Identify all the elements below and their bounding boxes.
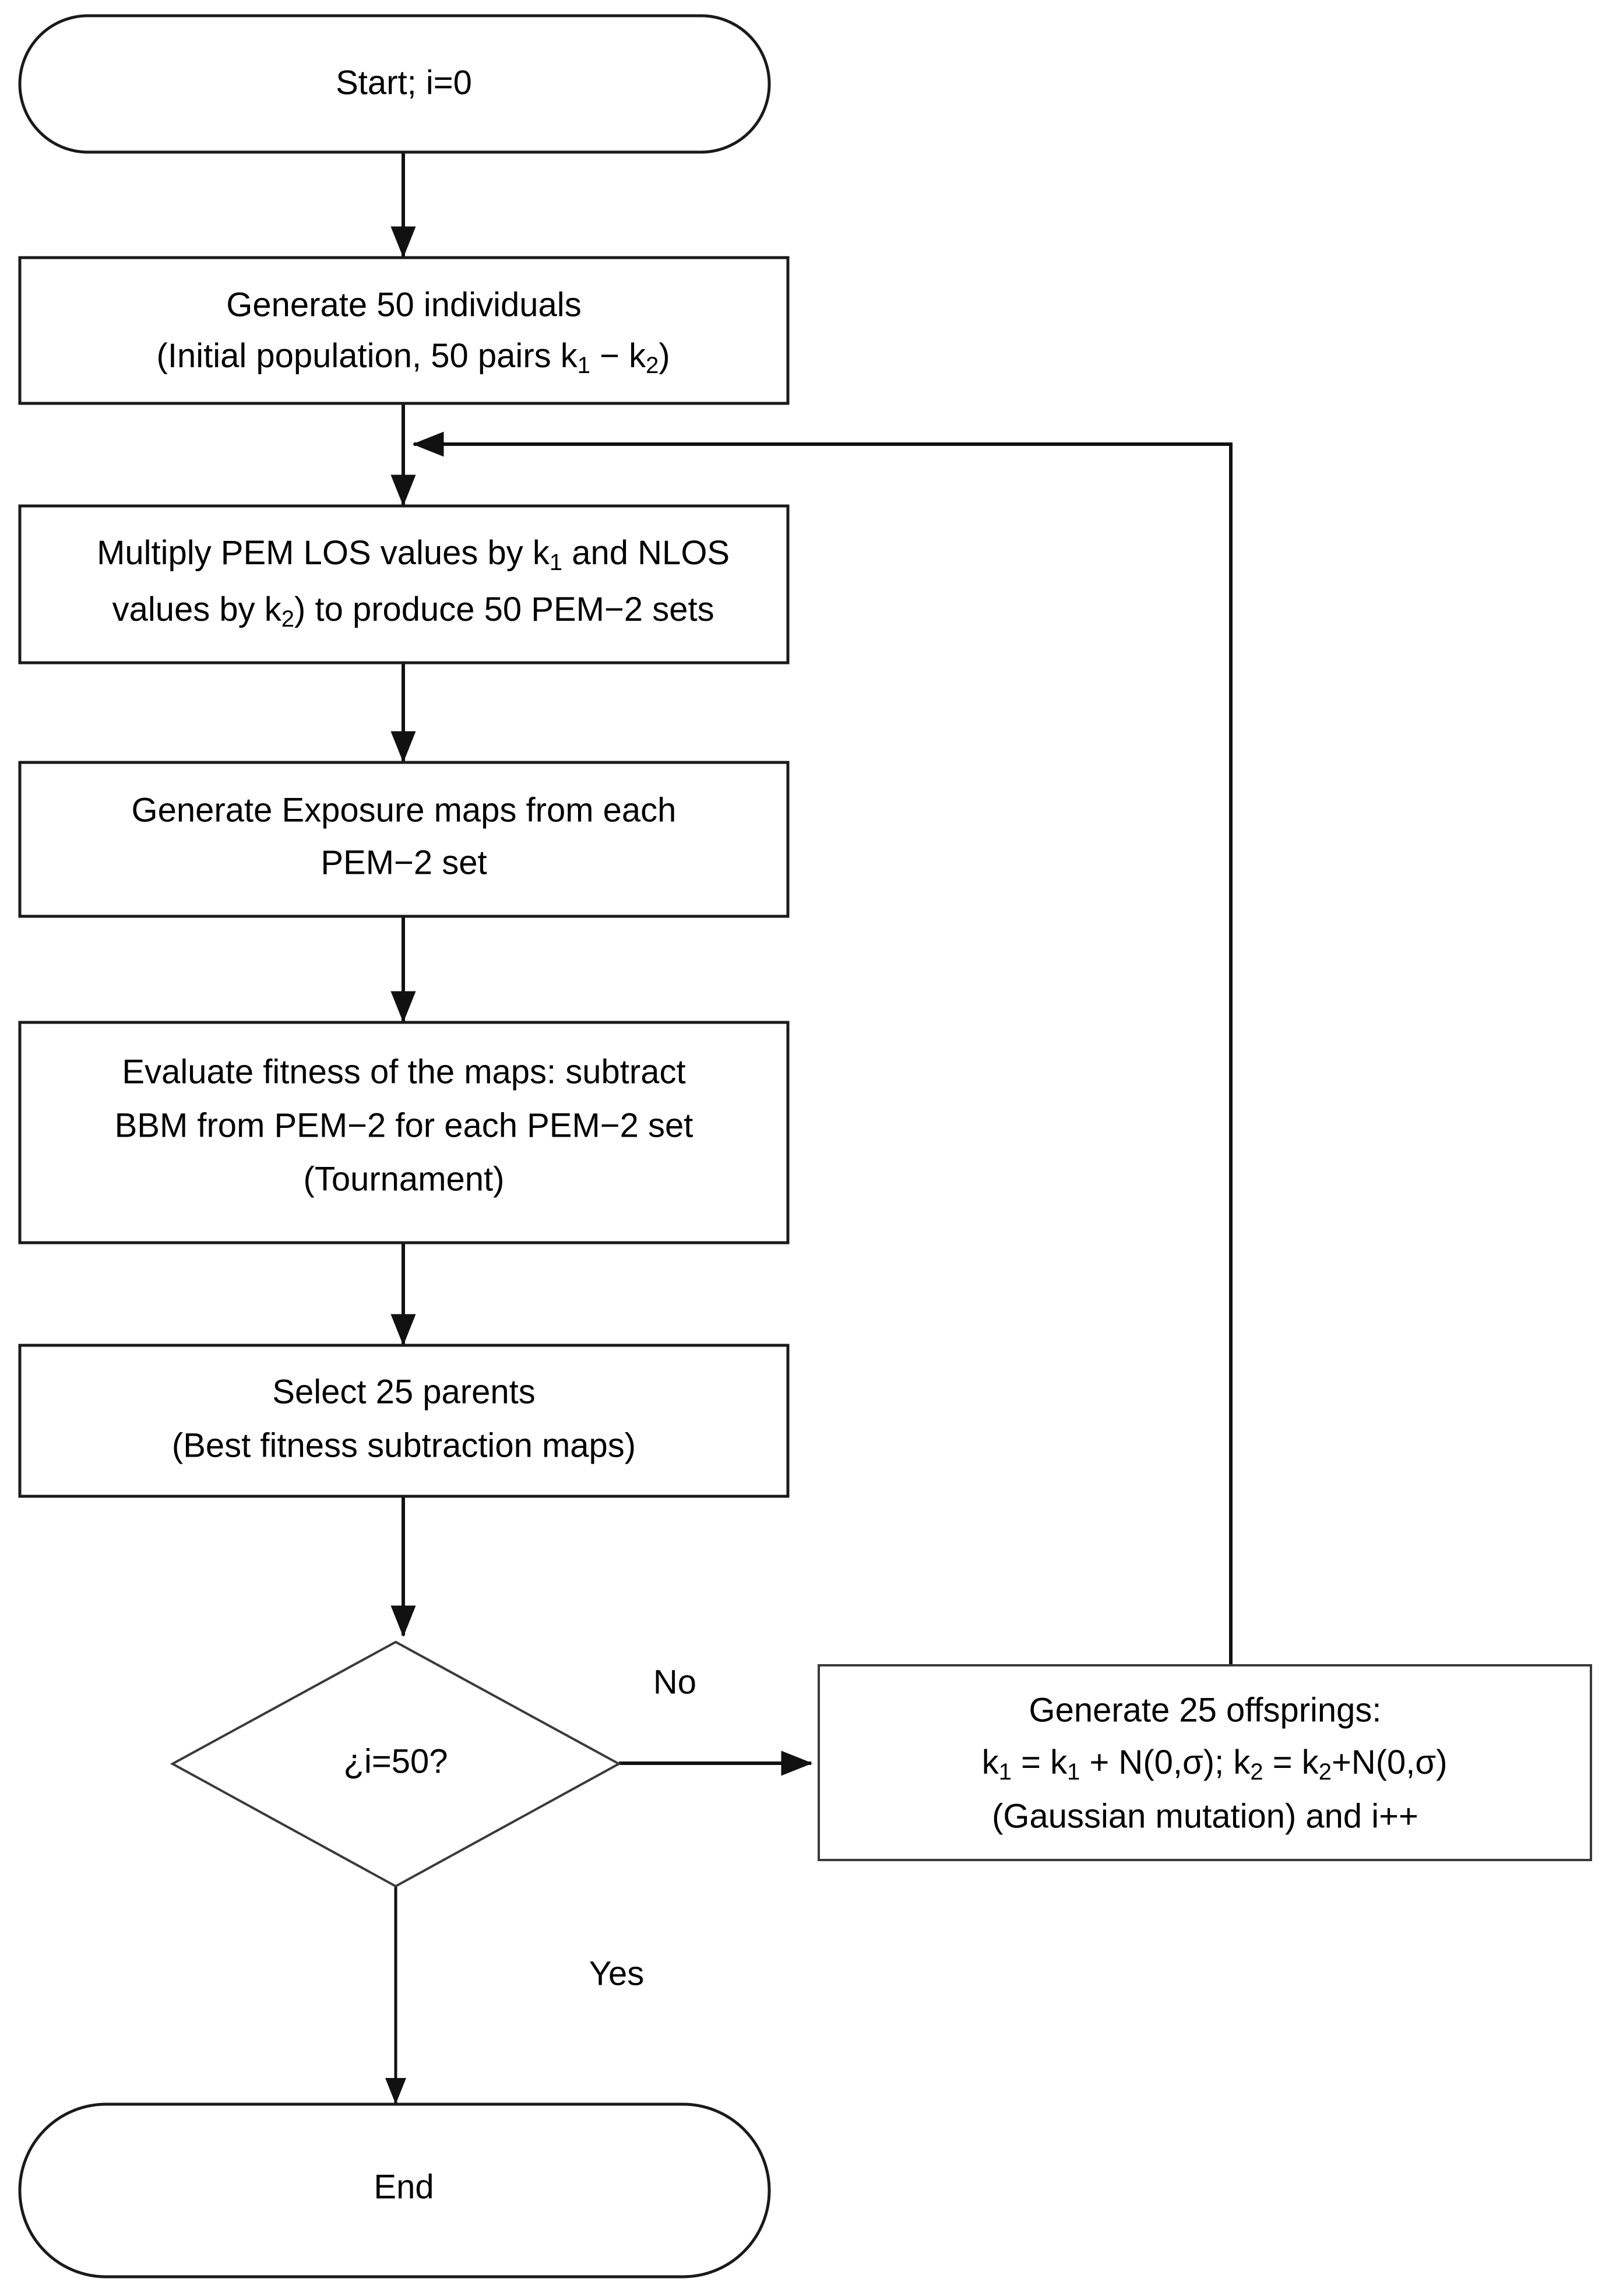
go-l2-c: + N(0,σ); k xyxy=(1080,1743,1251,1781)
node-end-shape xyxy=(18,2102,771,2279)
node-select-parents-shape xyxy=(18,1344,790,1498)
go-l2-b: = k xyxy=(1012,1743,1068,1781)
node-start-shape xyxy=(18,14,771,154)
node-evaluate-fitness-line2: BBM from PEM−2 for each PEM−2 set xyxy=(115,1106,693,1144)
mp-l1-sub: 1 xyxy=(550,550,562,575)
node-generate-individuals-shape xyxy=(18,256,790,405)
mp-l2-pre: values by k xyxy=(112,590,282,628)
node-decision-shape xyxy=(170,1640,622,1888)
gi-l2-sub1: 1 xyxy=(578,353,590,378)
node-generate-offsprings-shape xyxy=(818,1664,1592,1861)
mp-l2-post: ) to produce 50 PEM−2 sets xyxy=(294,590,714,628)
node-multiply-pem-line2: values by k2) to produce 50 PEM−2 sets xyxy=(47,590,761,631)
gi-l2-pre: (Initial population, 50 pairs k xyxy=(157,337,578,375)
node-evaluate-fitness-shape xyxy=(18,1021,790,1244)
node-generate-offsprings-line3: (Gaussian mutation) and i++ xyxy=(992,1797,1418,1835)
node-generate-individuals-line1: Generate 50 individuals xyxy=(226,286,581,324)
go-l2-sub-c: 2 xyxy=(1250,1759,1263,1785)
go-l2-e: +N(0,σ) xyxy=(1332,1743,1448,1781)
go-l2-a: k xyxy=(982,1743,999,1781)
mp-l2-sub: 2 xyxy=(281,606,294,632)
node-generate-exposure-line1: Generate Exposure maps from each xyxy=(132,791,677,829)
edge-label-no: No xyxy=(653,1663,696,1701)
node-start-label: Start; i=0 xyxy=(336,64,472,101)
node-generate-individuals-line2: (Initial population, 50 pairs k1 − k2) xyxy=(91,337,717,378)
go-l2-d: = k xyxy=(1263,1743,1319,1781)
go-l2-sub-b: 1 xyxy=(1067,1759,1080,1785)
edge-offsprings-feedback-to-multiply-pem xyxy=(412,431,1233,1665)
go-l2-sub-d: 2 xyxy=(1319,1759,1332,1785)
node-select-parents-line1: Select 25 parents xyxy=(272,1373,535,1411)
node-decision-label: ¿i=50? xyxy=(344,1742,448,1780)
node-multiply-pem-shape xyxy=(18,504,790,664)
node-multiply-pem-line1: Multiply PEM LOS values by k1 and NLOS xyxy=(31,534,776,575)
mp-l1-pre: Multiply PEM LOS values by k xyxy=(97,534,550,572)
node-generate-exposure-line2: PEM−2 set xyxy=(321,843,487,881)
node-generate-exposure-shape xyxy=(18,761,790,918)
node-evaluate-fitness-line1: Evaluate fitness of the maps: subtract xyxy=(122,1053,685,1091)
gi-l2-post: ) xyxy=(659,337,670,375)
node-end-label: End xyxy=(374,2168,434,2206)
node-evaluate-fitness-line3: (Tournament) xyxy=(304,1160,505,1198)
gi-l2-sub2: 2 xyxy=(646,353,659,378)
edge-label-yes: Yes xyxy=(589,1954,645,1992)
node-select-parents-line2: (Best fitness subtraction maps) xyxy=(172,1426,636,1464)
gi-l2-mid: − k xyxy=(590,337,646,375)
go-l2-sub-a: 1 xyxy=(999,1759,1012,1785)
node-generate-offsprings-line2: k1 = k1 + N(0,σ); k2 = k2+N(0,σ) xyxy=(916,1743,1494,1784)
mp-l1-post: and NLOS xyxy=(562,534,730,572)
node-generate-offsprings-line1: Generate 25 offsprings: xyxy=(1029,1691,1381,1729)
